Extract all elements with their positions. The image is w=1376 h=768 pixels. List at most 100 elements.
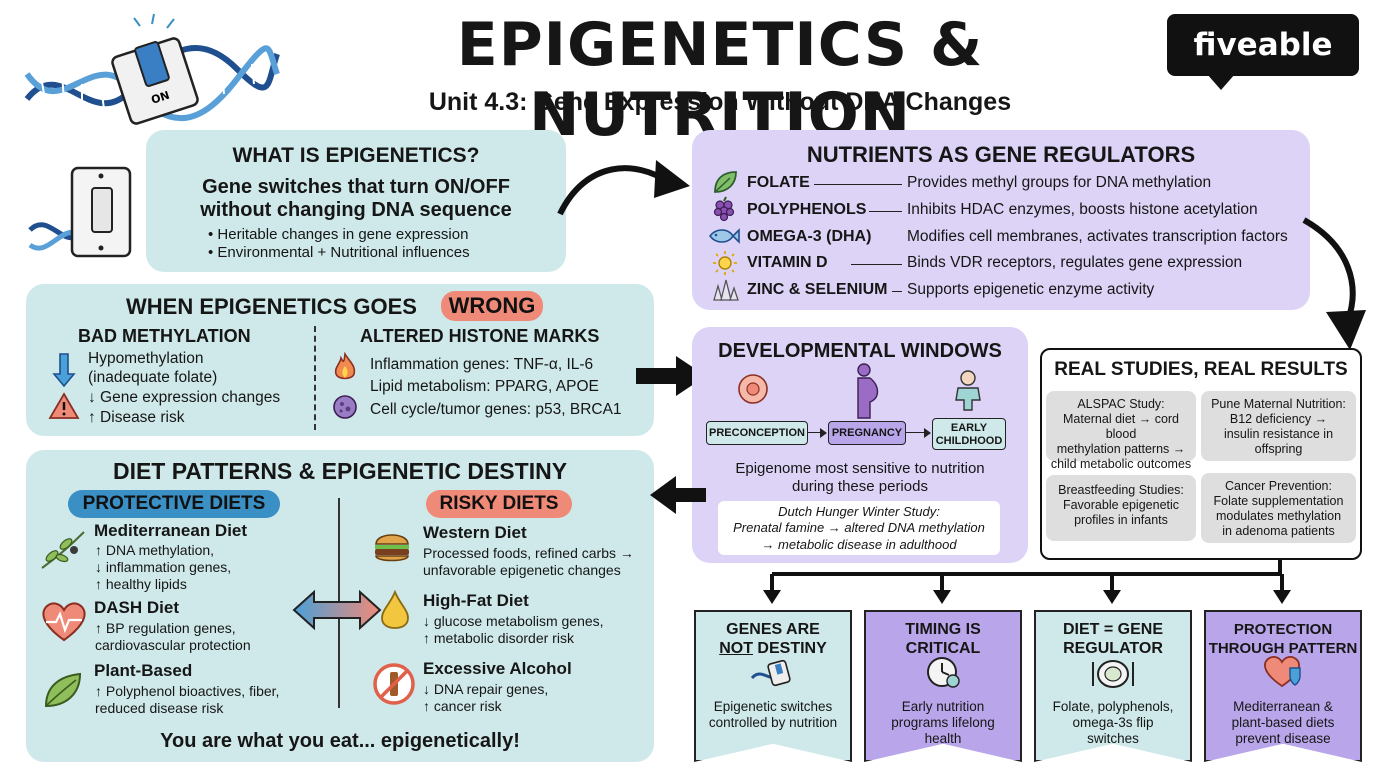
- takeaway-1-t1: programs lifelong: [891, 715, 995, 730]
- risky-2-name: Excessive Alcohol: [423, 659, 572, 678]
- wrong-divider: [314, 326, 316, 430]
- step-early-childhood: EARLY CHILDHOOD: [932, 418, 1006, 450]
- egg-cell-icon: [738, 374, 768, 404]
- nutrient-name-3: VITAMIN D: [747, 254, 828, 271]
- nutrient-desc-4: Supports epigenetic enzyme activity: [907, 281, 1155, 298]
- protective-0-name: Mediterranean Diet: [94, 521, 248, 540]
- step-pregnancy: PREGNANCY: [828, 421, 906, 445]
- study-1-line-2: insulin resistance in: [1223, 427, 1334, 441]
- nutrient-line-1: [869, 211, 902, 212]
- risky-1-line-0: ↓ glucose metabolism genes,: [423, 613, 604, 629]
- takeaway-0-t1: controlled by nutrition: [708, 715, 838, 730]
- nutrient-desc-3: Binds VDR receptors, regulates gene expr…: [907, 254, 1243, 271]
- heart-pulse-icon: [42, 602, 86, 642]
- study-3-line-3: in adenoma patients: [1222, 524, 1335, 538]
- protective-0-line-0: ↑ DNA methylation,: [95, 542, 215, 558]
- crystal-icon: [713, 279, 739, 301]
- takeaway-3-t2: prevent disease: [1235, 731, 1331, 746]
- takeaway-3-h1: PROTECTION: [1233, 621, 1333, 638]
- nutrient-name-4: ZINC & SELENIUM: [747, 281, 888, 298]
- protective-1-line-0: ↑ BP regulation genes,: [95, 620, 236, 636]
- plant-leaf-icon: [44, 672, 82, 708]
- sun-icon: [713, 251, 737, 275]
- leaf-icon: [714, 171, 737, 193]
- light-switch-icon: [28, 166, 132, 258]
- no-alcohol-icon: [373, 663, 415, 705]
- takeaway-3-h2: THROUGH PATTERN: [1208, 640, 1358, 657]
- takeaway-2-h2: REGULATOR: [1063, 640, 1163, 657]
- study-0-line-0: ALSPAC Study:: [1077, 397, 1165, 411]
- risky-diets-badge: RISKY DIETS: [426, 490, 572, 518]
- protective-0-line-2: ↑ healthy lipids: [95, 576, 187, 592]
- nutrient-desc-2: Modifies cell membranes, activates trans…: [907, 228, 1288, 245]
- double-arrow-icon: [292, 589, 382, 631]
- step-arrowhead-2: [924, 428, 931, 438]
- curved-arrow-to-studies: [1302, 217, 1366, 350]
- study-2-line-1: Favorable epigenetic: [1062, 498, 1180, 512]
- page-title: EPIGENETICS & NUTRITION: [456, 10, 984, 150]
- plate-icon: [1092, 660, 1134, 688]
- heart-shield-icon: [1264, 655, 1301, 688]
- nutrient-name-1: POLYPHENOLS: [747, 201, 867, 218]
- what-bullet-2: • Environmental + Nutritional influences: [208, 244, 470, 261]
- risky-0-line-0: Processed foods, refined carbs →: [423, 545, 634, 561]
- takeaway-0-h1: GENES ARE: [726, 621, 820, 638]
- windows-line-1: Epigenome most sensitive to nutrition: [735, 460, 985, 477]
- study-0-line-2: methylation patterns →: [1056, 442, 1186, 456]
- flame-icon: [334, 351, 356, 380]
- protective-2-line-0: ↑ Polyphenol bioactives, fiber,: [95, 683, 280, 699]
- windows-heading: DEVELOPMENTAL WINDOWS: [718, 340, 1002, 362]
- nutrient-name-2: OMEGA-3 (DHA): [747, 228, 872, 245]
- windows-line-2: during these periods: [792, 478, 928, 495]
- bad-methylation-heading: BAD METHYLATION: [78, 326, 251, 346]
- arrow-to-diet: [650, 476, 706, 514]
- fish-icon: [708, 228, 740, 244]
- hunger-line-2: → metabolic disease in adulthood: [761, 537, 957, 552]
- takeaway-2-h1: DIET = GENE: [1062, 621, 1164, 638]
- risky-1-line-1: ↑ metabolic disorder risk: [423, 630, 574, 646]
- dna-switch-icon: ON: [24, 13, 280, 125]
- nutrient-line-3: [851, 264, 902, 265]
- step-arrow-1: [808, 432, 824, 433]
- takeaway-0-h2: NOT DESTINY: [719, 640, 827, 657]
- study-1-line-1: B12 deficiency →: [1229, 412, 1328, 426]
- takeaway-1-h2: CRITICAL: [905, 640, 981, 657]
- what-line-1: Gene switches that turn ON/OFF: [202, 176, 510, 198]
- risky-2-line-1: ↑ cancer risk: [423, 698, 502, 714]
- switch-on-label: ON: [150, 89, 172, 107]
- takeaway-diet-gene-regulator: DIET = GENE REGULATOR Folate, polyphenol…: [1034, 610, 1192, 762]
- warning-icon: [48, 392, 80, 419]
- risky-0-line-1: unfavorable epigenetic changes: [423, 562, 621, 578]
- risky-0-name: Western Diet: [423, 523, 527, 542]
- study-1-line-0: Pune Maternal Nutrition:: [1211, 397, 1346, 411]
- diet-heading: DIET PATTERNS & EPIGENETIC DESTINY: [112, 458, 568, 484]
- step-childhood-label: CHILDHOOD: [935, 435, 1003, 447]
- step-preconception: PRECONCEPTION: [706, 421, 808, 445]
- nutrient-desc-1: Inhibits HDAC enzymes, boosts histone ac…: [907, 201, 1258, 218]
- study-3-line-1: Folate supplementation: [1213, 494, 1344, 508]
- study-card-pune: Pune Maternal Nutrition: B12 deficiency …: [1201, 391, 1356, 461]
- protective-2-line-1: reduced disease risk: [95, 700, 224, 716]
- takeaway-genes-not-destiny: GENES ARE NOT DESTINY Epigenetic switche…: [694, 610, 852, 762]
- step-arrow-2: [906, 432, 928, 433]
- step-early-label: EARLY: [950, 422, 988, 434]
- dna-switch-small-icon: [750, 659, 791, 687]
- study-card-cancer: Cancer Prevention: Folate supplementatio…: [1201, 473, 1356, 543]
- fiveable-logo[interactable]: fiveable: [1167, 14, 1359, 90]
- what-line-2: without changing DNA sequence: [200, 199, 512, 221]
- clock-icon: [927, 657, 960, 688]
- study-2-line-0: Breastfeeding Studies:: [1058, 483, 1184, 497]
- takeaway-3-t0: Mediterranean &: [1233, 699, 1333, 714]
- takeaway-3-t1: plant-based diets: [1231, 715, 1335, 730]
- down-arrow-icon: [52, 353, 76, 388]
- study-3-line-2: modulates methylation: [1215, 509, 1342, 523]
- nutrient-name-0: FOLATE: [747, 174, 810, 191]
- pregnant-woman-icon: [857, 363, 879, 419]
- step-arrowhead-1: [820, 428, 827, 438]
- cell-icon: [333, 395, 357, 419]
- study-0-line-3: child metabolic outcomes: [1050, 457, 1192, 471]
- curved-arrow-to-nutrients: [557, 160, 690, 216]
- studies-heading: REAL STUDIES, REAL RESULTS: [1054, 359, 1348, 380]
- protective-1-name: DASH Diet: [94, 598, 180, 617]
- takeaway-1-t0: Early nutrition: [901, 699, 985, 714]
